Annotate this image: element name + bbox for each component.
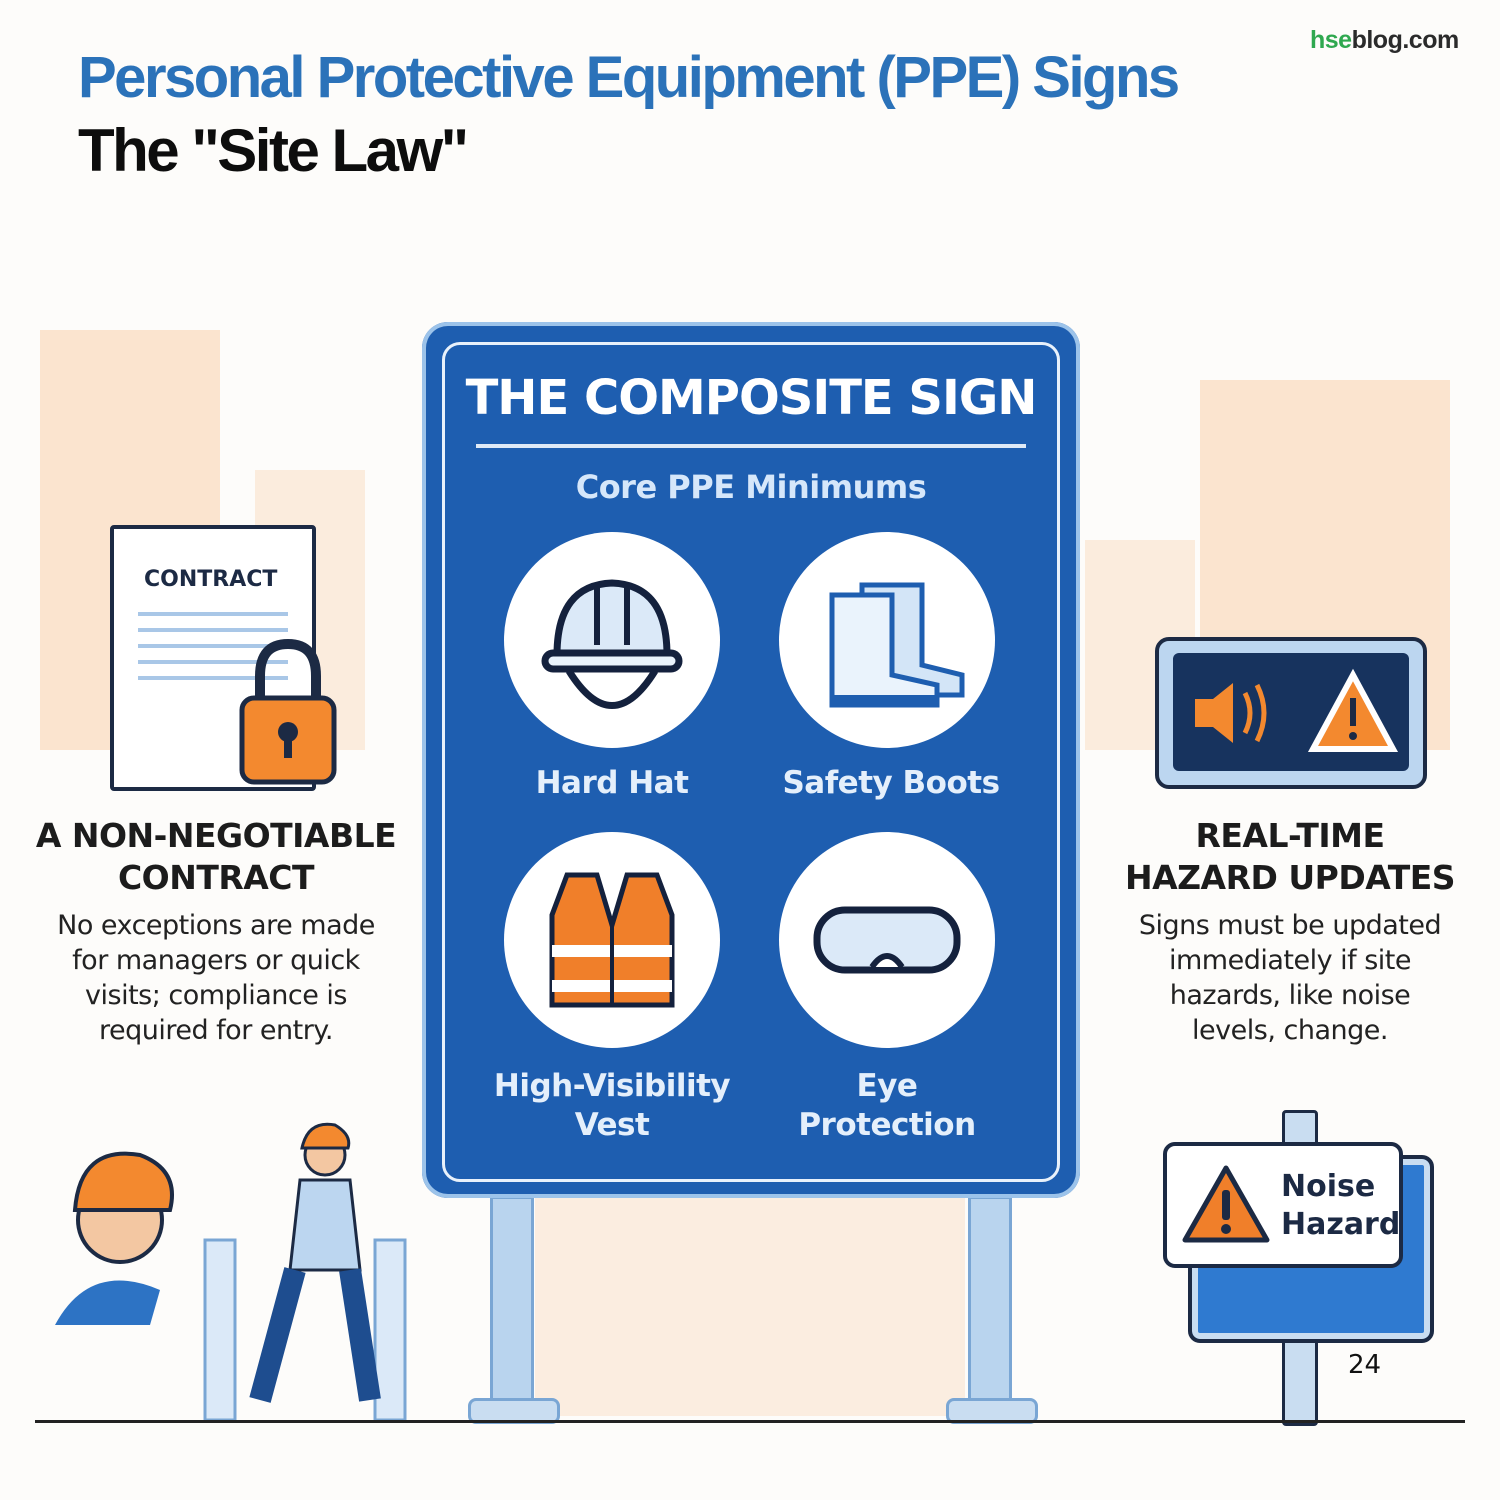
noise-hazard-line2: Hazard [1281,1207,1401,1242]
warning-triangle-icon [1182,1165,1270,1243]
speaker-icon [1242,683,1267,743]
hazard-body: Signs must be updated immediately if sit… [1110,908,1470,1048]
sign-post-left [490,1196,534,1417]
workers-illustration [30,1100,410,1422]
hazard-heading-line1: REAL-TIME [1195,816,1385,855]
contract-document-icon: CONTRACT [110,525,316,791]
contract-body-line: required for entry. [98,1015,334,1046]
hazard-display [1155,637,1427,789]
composite-sign-border [442,342,1060,1182]
contract-body: No exceptions are made for managers or q… [26,908,406,1048]
sign-divider [476,444,1026,448]
hazard-body-line: Signs must be updated [1138,910,1442,941]
page-title: Personal Protective Equipment (PPE) Sign… [78,45,1180,110]
hazard-body-line: immediately if site [1168,945,1412,976]
brand-suffix: blog.com [1351,26,1460,54]
padlock-icon [238,636,338,786]
bg-gate [535,1196,965,1416]
brand-logo: hseblog.com [1310,26,1459,55]
safety-boots-icon [779,532,995,748]
ppe-label-vest-line2: Vest [574,1107,650,1143]
contract-body-line: visits; compliance is [85,980,347,1011]
hazard-body-line: hazards, like noise [1169,980,1411,1011]
ppe-label-safety-boots: Safety Boots [782,765,1000,801]
brand-prefix: hse [1310,26,1352,54]
ground-line [35,1420,1465,1423]
contract-body-line: for managers or quick [72,945,360,976]
page-subtitle: The "Site Law" [78,117,469,184]
ppe-label-eye-line1: Eye [856,1068,918,1104]
page-number: 24 [1348,1350,1382,1380]
hi-vis-vest-icon [504,832,720,1048]
contract-heading-line1: A NON-NEGOTIABLE [35,816,397,855]
ppe-label-vest-line1: High-Visibility [493,1068,731,1104]
display-screen [1173,653,1409,771]
ppe-label-eye-line2: Protection [798,1107,976,1143]
goggles-icon [779,832,995,1048]
hard-hat-icon [504,532,720,748]
contract-heading-line2: CONTRACT [117,858,315,897]
noise-hazard-line1: Noise [1281,1169,1376,1204]
sign-post-right [968,1196,1012,1417]
hazard-heading-line2: HAZARD UPDATES [1124,858,1456,897]
contract-label: CONTRACT [144,567,278,592]
sign-title: THE COMPOSITE SIGN [465,370,1038,426]
sign-subtitle: Core PPE Minimums [575,468,927,506]
ppe-label-hard-hat: Hard Hat [535,765,689,801]
composite-sign [422,322,1080,1198]
hazard-body-line: levels, change. [1192,1015,1388,1046]
contract-body-line: No exceptions are made [57,910,375,941]
